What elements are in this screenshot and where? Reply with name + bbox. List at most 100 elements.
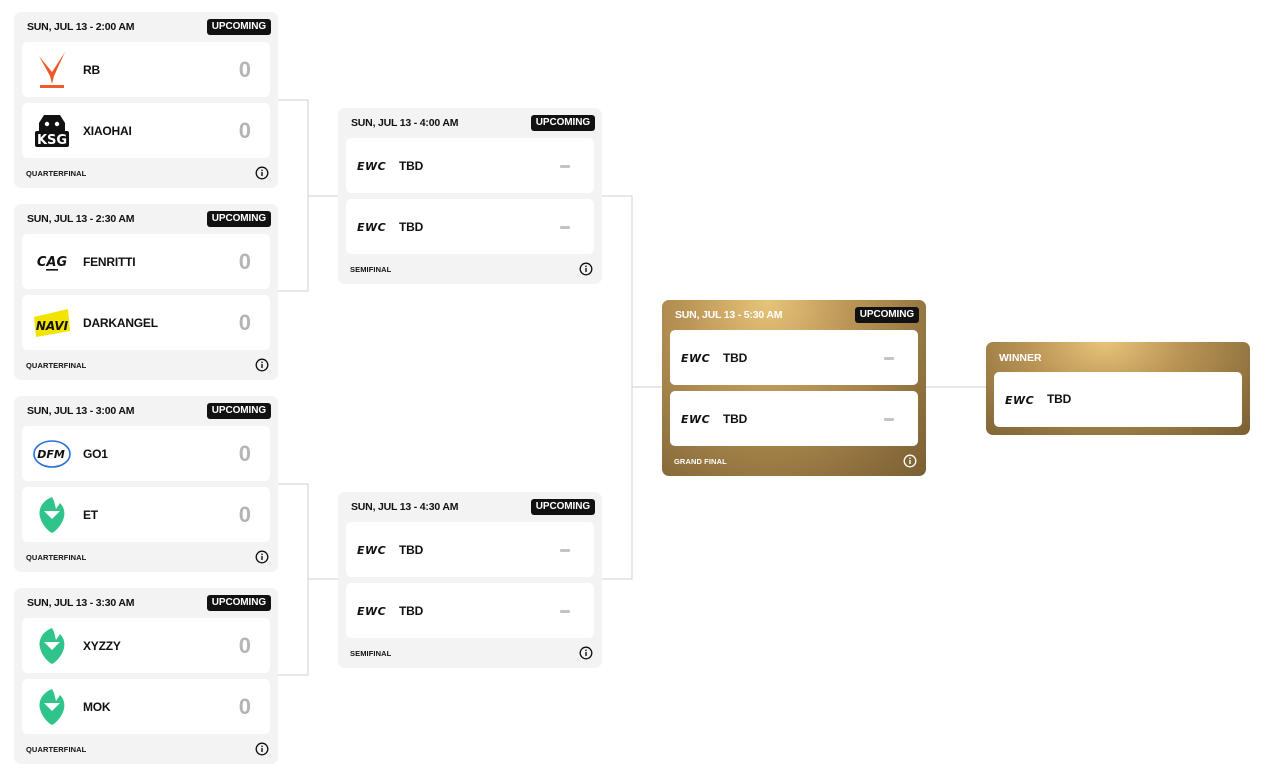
ewc-logo: EWC [681, 352, 710, 365]
info-icon[interactable] [255, 550, 269, 564]
falcons-logo [32, 687, 72, 727]
info-icon[interactable] [255, 358, 269, 372]
ewc-logo: EWC [681, 413, 710, 426]
ewc-logo: EWC [357, 605, 386, 618]
team-name: TBD [723, 350, 748, 365]
match-date: SUN, JUL 13 - 3:30 AM [27, 597, 135, 609]
match-card-qf1[interactable]: SUN, JUL 13 - 2:00 AM UPCOMING RB 0 KSG … [14, 12, 278, 188]
team-name: TBD [399, 158, 424, 173]
team-score: 0 [238, 248, 251, 274]
svg-text:CAG: CAG [37, 255, 68, 270]
round-label: GRAND FINAL [674, 456, 727, 466]
team-name: XIAOHAI [83, 123, 132, 138]
team-score: 0 [238, 632, 251, 658]
team-name: TBD [399, 542, 424, 557]
team-slot-tbd[interactable]: EWC TBD [346, 199, 594, 254]
svg-text:EWC: EWC [357, 221, 386, 234]
svg-text:EWC: EWC [681, 413, 710, 426]
ksg-logo: KSG [32, 111, 72, 151]
team-slot-tbd[interactable]: EWC TBD [346, 138, 594, 193]
team-score: 0 [238, 440, 251, 466]
score-placeholder [884, 357, 894, 360]
team-score: 0 [238, 117, 251, 143]
team-name: GO1 [83, 446, 108, 461]
status-badge: UPCOMING [206, 211, 271, 227]
info-icon[interactable] [255, 166, 269, 180]
match-card-sf2[interactable]: SUN, JUL 13 - 4:30 AM UPCOMING EWC TBD E… [338, 492, 602, 668]
team-slot-xiaohai[interactable]: KSG XIAOHAI 0 [22, 103, 270, 158]
team-slot-et[interactable]: ET 0 [22, 487, 270, 542]
round-label: QUARTERFINAL [26, 552, 87, 562]
match-card-qf2[interactable]: SUN, JUL 13 - 2:30 AM UPCOMING CAG FENRI… [14, 204, 278, 380]
score-placeholder [560, 165, 570, 168]
team-name: XYZZY [83, 638, 121, 653]
team-slot-tbd[interactable]: EWC TBD [346, 583, 594, 638]
info-icon[interactable] [579, 646, 593, 660]
falcons-logo [32, 626, 72, 666]
team-slot-go1[interactable]: DFM GO1 0 [22, 426, 270, 481]
svg-text:NAVI: NAVI [36, 319, 69, 333]
match-card-sf1[interactable]: SUN, JUL 13 - 4:00 AM UPCOMING EWC TBD E… [338, 108, 602, 284]
match-date: SUN, JUL 13 - 5:30 AM [675, 309, 783, 321]
status-badge: UPCOMING [530, 499, 595, 515]
info-icon[interactable] [903, 454, 917, 468]
score-placeholder [884, 418, 894, 421]
team-score: 0 [238, 501, 251, 527]
round-label: QUARTERFINAL [26, 744, 87, 754]
team-slot-darkangel[interactable]: NAVI DARKANGEL 0 [22, 295, 270, 350]
team-slot-fenritti[interactable]: CAG FENRITTI 0 [22, 234, 270, 289]
round-label: SEMIFINAL [350, 264, 392, 274]
team-score: 0 [238, 309, 251, 335]
info-icon[interactable] [255, 742, 269, 756]
team-slot-xyzzy[interactable]: XYZZY 0 [22, 618, 270, 673]
score-placeholder [560, 610, 570, 613]
svg-text:DFM: DFM [37, 448, 65, 461]
match-date: SUN, JUL 13 - 4:00 AM [351, 117, 459, 129]
winner-slot[interactable]: EWC TBD [994, 372, 1242, 427]
match-date: SUN, JUL 13 - 3:00 AM [27, 405, 135, 417]
match-card-qf4[interactable]: SUN, JUL 13 - 3:30 AM UPCOMING XYZZY 0 M… [14, 588, 278, 764]
vesports-logo [32, 50, 72, 90]
ewc-logo: EWC [1005, 394, 1034, 407]
dfm-logo: DFM [32, 434, 72, 474]
info-icon[interactable] [579, 262, 593, 276]
svg-text:EWC: EWC [357, 605, 386, 618]
match-card-grand-final[interactable]: SUN, JUL 13 - 5:30 AM UPCOMING EWC TBD E… [662, 300, 926, 476]
svg-text:EWC: EWC [357, 544, 386, 557]
team-slot-mok[interactable]: MOK 0 [22, 679, 270, 734]
ewc-logo: EWC [357, 544, 386, 557]
team-name: TBD [723, 411, 748, 426]
svg-text:EWC: EWC [357, 160, 386, 173]
status-badge: UPCOMING [530, 115, 595, 131]
ewc-logo: EWC [357, 221, 386, 234]
match-date: SUN, JUL 13 - 2:00 AM [27, 21, 135, 33]
team-slot-tbd[interactable]: EWC TBD [670, 391, 918, 446]
team-slot-tbd[interactable]: EWC TBD [346, 522, 594, 577]
team-score: 0 [238, 693, 251, 719]
navi-logo: NAVI [32, 303, 72, 343]
status-badge: UPCOMING [854, 307, 919, 323]
team-name: FENRITTI [83, 254, 136, 269]
score-placeholder [560, 226, 570, 229]
cag-osaka-logo: CAG [32, 242, 72, 282]
winner-title: WINNER [999, 352, 1042, 364]
svg-text:EWC: EWC [681, 352, 710, 365]
match-date: SUN, JUL 13 - 4:30 AM [351, 501, 459, 513]
team-slot-rb[interactable]: RB 0 [22, 42, 270, 97]
team-slot-tbd[interactable]: EWC TBD [670, 330, 918, 385]
match-card-qf3[interactable]: SUN, JUL 13 - 3:00 AM UPCOMING DFM GO1 0… [14, 396, 278, 572]
status-badge: UPCOMING [206, 595, 271, 611]
team-score: 0 [238, 56, 251, 82]
match-date: SUN, JUL 13 - 2:30 AM [27, 213, 135, 225]
team-name: TBD [1047, 392, 1072, 406]
round-label: SEMIFINAL [350, 648, 392, 658]
winner-card[interactable]: WINNER EWC TBD [986, 342, 1250, 435]
team-name: TBD [399, 603, 424, 618]
falcons-logo [32, 495, 72, 535]
svg-text:EWC: EWC [1005, 394, 1034, 407]
ewc-logo: EWC [357, 160, 386, 173]
team-name: DARKANGEL [83, 315, 158, 330]
round-label: QUARTERFINAL [26, 168, 87, 178]
team-name: TBD [399, 219, 424, 234]
team-name: MOK [83, 699, 111, 714]
